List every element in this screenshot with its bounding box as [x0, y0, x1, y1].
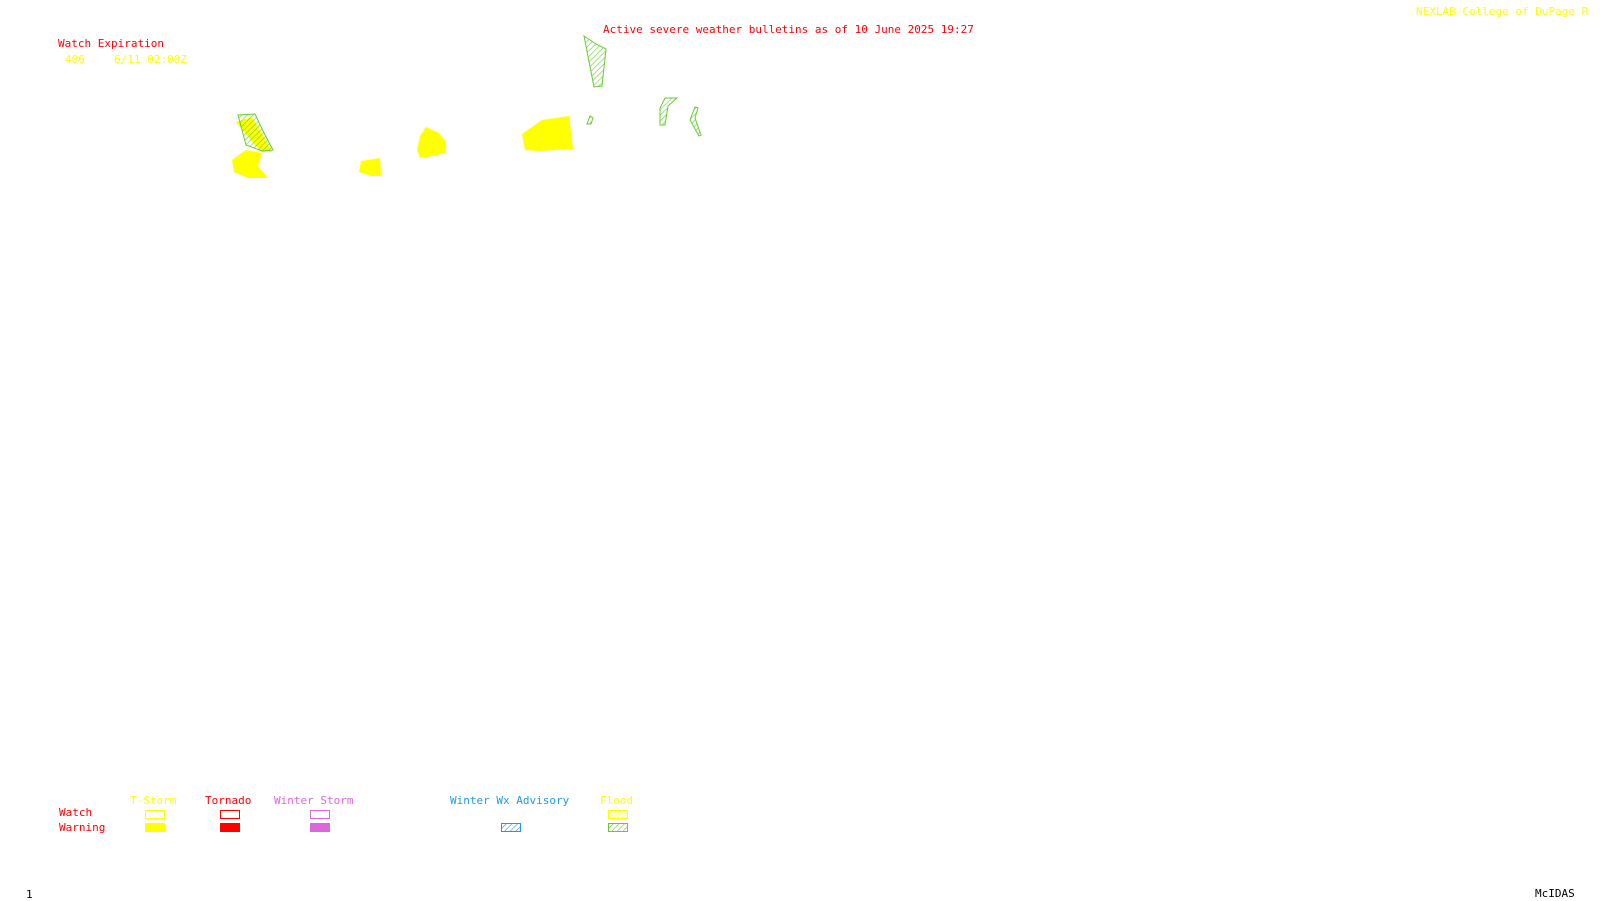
tstorm-warning-swatch	[145, 823, 165, 832]
tornado-warning-swatch	[220, 823, 240, 832]
tstorm-warning-polygon	[522, 116, 573, 151]
legend-category-tstorm: T-Storm	[130, 794, 177, 807]
legend-row-watch: Watch	[59, 806, 93, 819]
tstorm-watch-swatch	[145, 810, 165, 819]
watch-number: 406	[65, 53, 85, 66]
flood-warning-polygon	[586, 115, 594, 125]
legend-category-tornado: Tornado	[205, 794, 252, 807]
frame-number: 1	[26, 888, 33, 901]
tstorm-warning-polygon	[359, 158, 381, 176]
software-label: McIDAS	[1535, 887, 1575, 900]
flood-warning-polygon	[689, 106, 702, 137]
credit-label: NEXLAB-College of DuPage R	[1416, 5, 1589, 18]
legend-category-winter-storm: Winter Storm	[274, 794, 354, 807]
tstorm-warning-polygon	[417, 127, 446, 158]
flood-warning-polygon	[659, 97, 679, 126]
winter-storm-warning-swatch	[310, 823, 330, 832]
tstorm-warning-polygon	[232, 150, 268, 178]
legend-category-flood: Flood	[600, 794, 634, 807]
tornado-watch-swatch	[220, 810, 240, 819]
legend-category-winter-advisory: Winter Wx Advisory	[450, 794, 570, 807]
bulletin-title: Active severe weather bulletins as of 10…	[603, 23, 974, 36]
flood-warning-polygon	[583, 34, 607, 88]
flood-watch-swatch	[608, 810, 628, 819]
flood-warning-swatch	[608, 823, 628, 832]
legend-row-warning: Warning	[59, 821, 106, 834]
watch-expiration-heading: Watch Expiration	[58, 37, 164, 50]
winter-advisory-swatch	[501, 823, 521, 832]
winter-storm-watch-swatch	[310, 810, 330, 819]
watch-expiry-time: 6/11 02:00Z	[114, 53, 187, 66]
flood-warning-polygon	[237, 113, 274, 152]
